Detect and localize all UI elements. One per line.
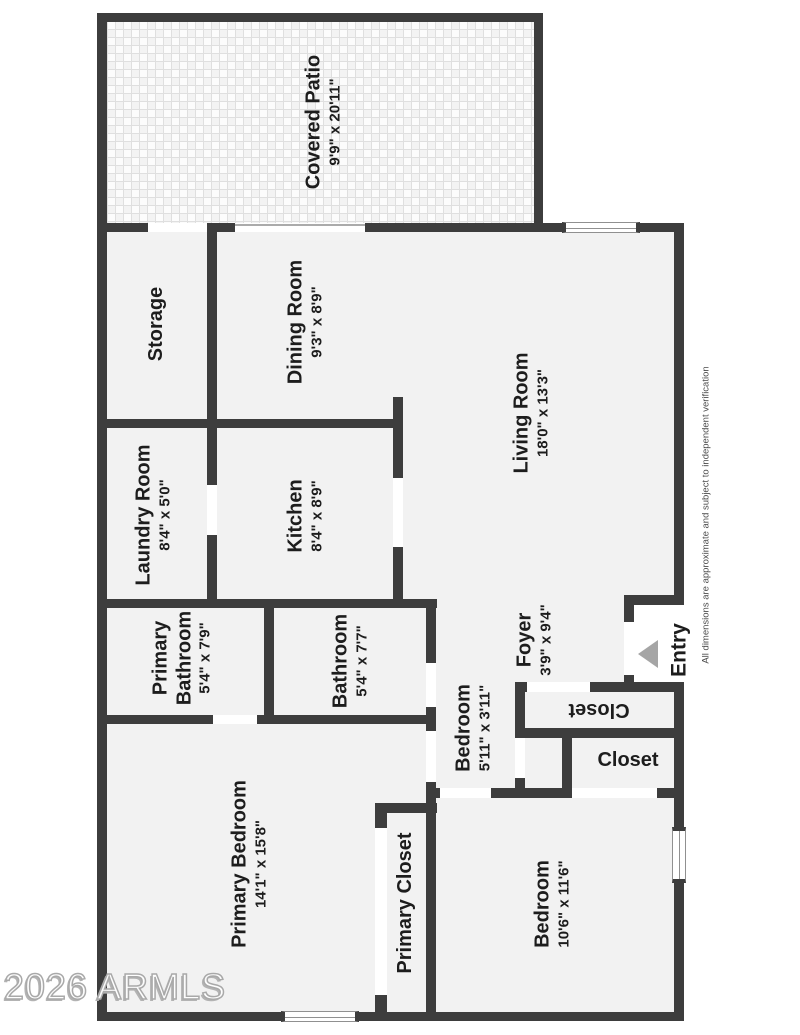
wall	[627, 595, 684, 605]
sliding-door-opening	[235, 223, 365, 232]
wall	[674, 232, 684, 605]
wall	[515, 728, 684, 738]
room-label-laundry-room: Laundry Room 8'4" x 5'0"	[132, 444, 173, 586]
room-label-bedroom2: Bedroom 10'6" x 11'6"	[531, 860, 572, 948]
wall	[375, 803, 437, 813]
room-label-kitchen: Kitchen 8'4" x 8'9"	[284, 479, 325, 553]
disclaimer-text: All dimensions are approximate and subje…	[700, 366, 712, 664]
door-opening	[426, 663, 436, 707]
door-opening	[148, 223, 207, 232]
entry-label: Entry	[667, 623, 691, 677]
room-label-closet: Closet	[597, 749, 659, 772]
window	[672, 827, 686, 883]
wall	[264, 608, 274, 715]
room-label-dining-room: Dining Room 9'3" x 8'9"	[284, 259, 325, 385]
covered-patio-floor	[107, 22, 534, 223]
wall	[207, 223, 217, 599]
room-label-covered-patio: Covered Patio 9'9" x 20'11"	[302, 54, 343, 190]
room-label-living-room: Living Room 18'0" x 13'3"	[510, 352, 551, 474]
wall	[97, 13, 107, 1021]
wall	[534, 13, 543, 232]
room-label-storage: Storage	[145, 286, 168, 362]
door-opening	[207, 485, 217, 535]
door-opening	[426, 731, 436, 782]
door-opening	[440, 788, 491, 798]
door-opening	[527, 682, 590, 692]
wall	[97, 715, 436, 724]
wall	[97, 599, 437, 608]
wall	[97, 13, 543, 22]
armls-watermark: 2026 ARMLS	[3, 965, 227, 1008]
room-label-foyer: Foyer 3'9" x 9'4"	[513, 604, 554, 676]
wall	[97, 223, 684, 232]
wall	[515, 682, 684, 692]
wall	[97, 419, 403, 428]
wall	[426, 788, 684, 798]
window	[281, 1011, 359, 1022]
room-label-closet-entry: Closet	[568, 698, 630, 721]
sliding-door-line	[235, 224, 365, 226]
door-opening	[515, 738, 525, 778]
wall	[97, 1012, 684, 1021]
room-label-primary-closet: Primary Closet	[394, 832, 417, 974]
window	[562, 222, 640, 233]
room-label-bathroom: Bathroom 5'4" x 7'7"	[329, 613, 370, 709]
entry-door-opening	[624, 622, 634, 675]
room-label-primary-bedroom: Primary Bedroom 14'1" x 15'8"	[228, 780, 269, 948]
door-opening	[375, 828, 387, 995]
door-opening	[213, 715, 257, 724]
room-label-primary-bathroom: Primary Bathroom 5'4" x 7'9"	[149, 610, 214, 706]
door-opening	[393, 478, 403, 547]
door-opening	[572, 788, 657, 798]
entry-arrow-icon	[638, 640, 658, 668]
wall	[562, 738, 572, 788]
room-label-bedroom-hall: Bedroom 5'11" x 3'11"	[452, 684, 493, 772]
upper-rooms-floor	[107, 232, 674, 605]
